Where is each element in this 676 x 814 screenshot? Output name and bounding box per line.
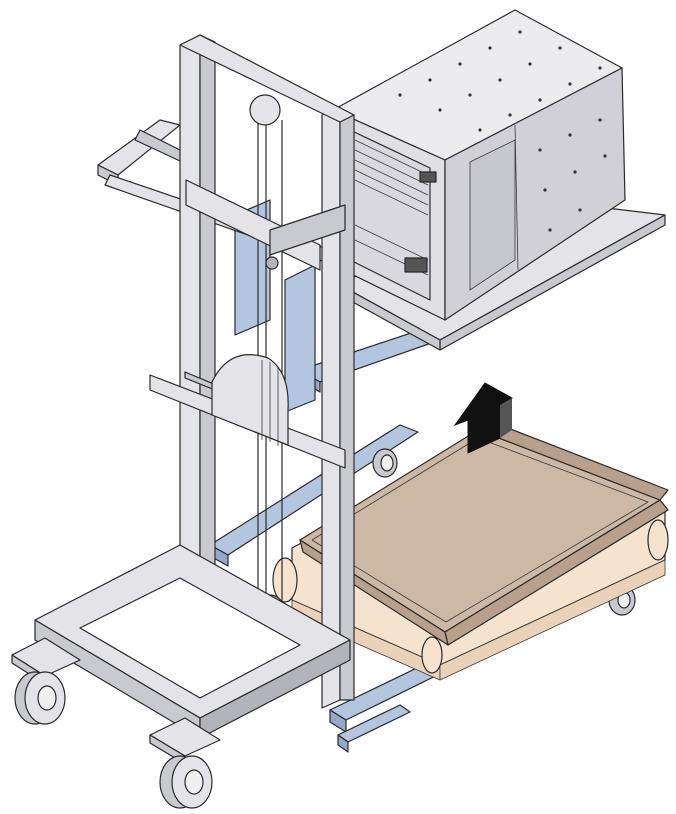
chassis-card-slots [354,139,437,276]
server-chassis [332,9,626,321]
lift-frame [11,34,355,765]
wheel-front-left-b [159,755,213,809]
wheel-rear-right [372,448,398,478]
winch-drum [211,354,289,446]
chassis-rivets [398,30,607,232]
wheel-front-left-a [14,671,66,725]
arrow-up-icon [453,382,514,454]
mast-column-right [321,107,341,709]
